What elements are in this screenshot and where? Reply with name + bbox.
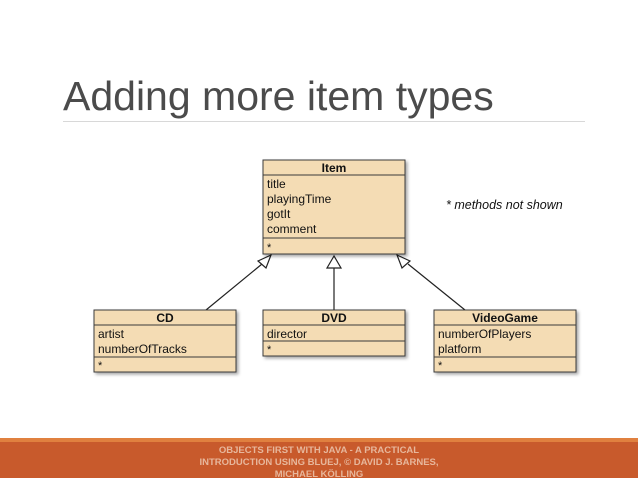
inherit-line-videogame	[407, 263, 466, 311]
slide-title: Adding more item types	[63, 73, 494, 119]
class-methods: *	[98, 360, 103, 372]
class-methods: *	[438, 360, 443, 372]
footer-bar	[0, 438, 638, 478]
class-field: artist	[98, 327, 125, 341]
inherit-arrowhead-cd	[256, 253, 273, 270]
class-field: comment	[267, 222, 317, 236]
class-name: Item	[322, 161, 347, 175]
class-videogame: VideoGame numberOfPlayers platform *	[433, 309, 577, 373]
class-field: playingTime	[267, 192, 332, 206]
class-field: numberOfTracks	[98, 342, 187, 356]
inherit-arrowhead-videogame	[395, 253, 412, 270]
class-methods: *	[267, 242, 272, 254]
class-cd: CD artist numberOfTracks *	[93, 309, 237, 373]
class-field: gotIt	[267, 207, 291, 221]
inherit-line-cd	[205, 263, 263, 311]
class-name: CD	[156, 311, 174, 325]
footer-accent-stripe	[0, 438, 638, 442]
class-name: DVD	[321, 311, 347, 325]
class-methods: *	[267, 344, 272, 356]
class-field: platform	[438, 342, 481, 356]
class-field: director	[267, 327, 307, 341]
methods-note: * methods not shown	[446, 198, 563, 212]
class-item: Item title playingTime gotIt comment *	[262, 159, 406, 255]
title-divider	[63, 121, 585, 122]
inherit-arrowhead-dvd	[325, 254, 343, 269]
class-name: VideoGame	[472, 311, 538, 325]
class-field: title	[267, 177, 286, 191]
class-field: numberOfPlayers	[438, 327, 531, 341]
footer-copyright: OBJECTS FIRST WITH JAVA - A PRACTICAL IN…	[199, 445, 439, 478]
class-dvd: DVD director *	[262, 309, 406, 357]
